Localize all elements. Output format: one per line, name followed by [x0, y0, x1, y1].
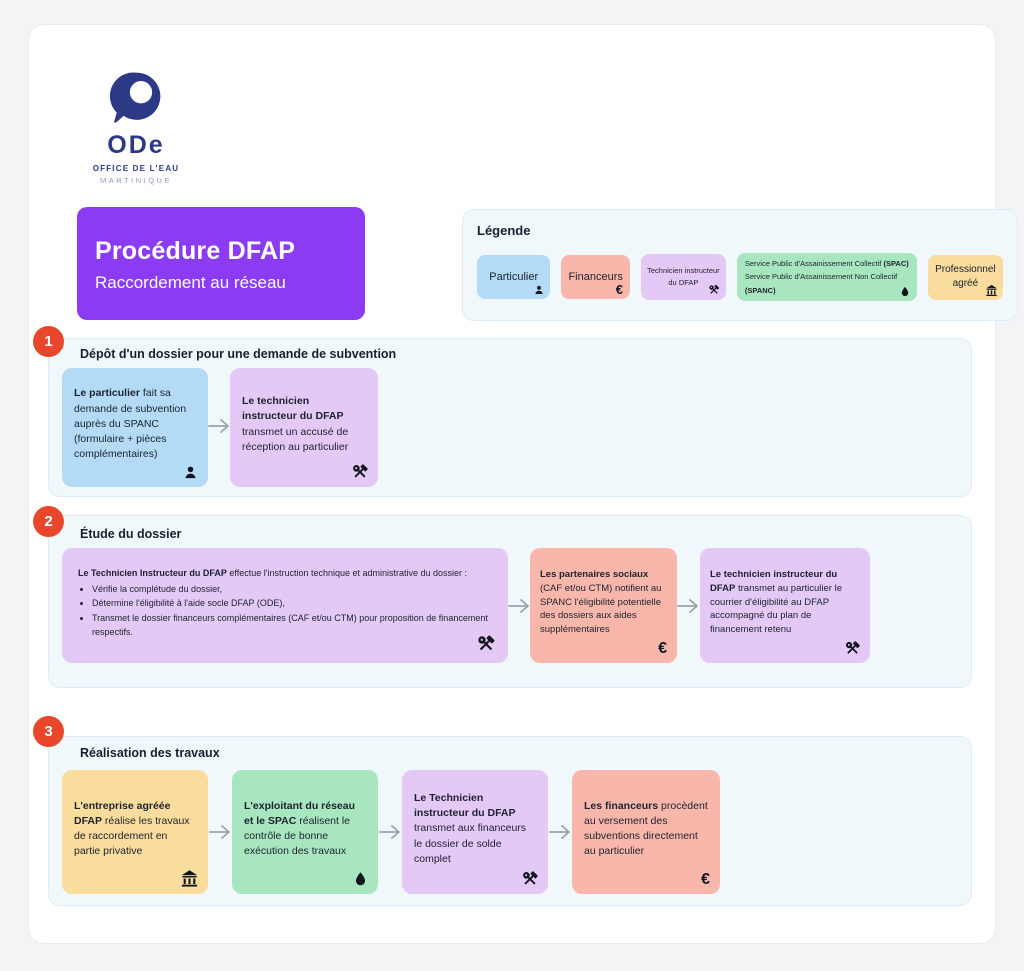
step-box: Le technicien instructeur du DFAP transm…: [700, 548, 870, 663]
tools-icon: [844, 640, 861, 656]
step-box: L'entreprise agréée DFAP réalise les tra…: [62, 770, 208, 894]
person-icon: [185, 466, 196, 479]
step-box: Le technicien instructeur du DFAP transm…: [230, 368, 378, 487]
step-box-text: Le technicien instructeur du DFAP transm…: [710, 569, 843, 636]
legend-item-professionnel: Professionnel agréé: [927, 254, 1004, 300]
flow-arrow: [677, 599, 698, 613]
title-card: Procédure DFAP Raccordement au réseau: [77, 207, 365, 320]
flow-arrow: [209, 825, 230, 839]
step-box-text: Le particulier fait sa demande de subven…: [74, 387, 187, 461]
step-box-text: Le Technicien instructeur du DFAP transm…: [414, 791, 527, 865]
section-2-title: Étude du dossier: [80, 527, 182, 541]
legend-panel: Légende Particulier Financeurs € Technic…: [462, 209, 1018, 321]
legend-label: Particulier: [489, 271, 539, 283]
legend-label: Technicien instructeur du DFAP: [647, 266, 720, 287]
step-box: Le Technicien Instructeur du DFAP effect…: [62, 548, 508, 663]
step-box: Les financeurs procèdent au versement de…: [572, 770, 720, 894]
tools-icon: [708, 284, 720, 296]
euro-icon: €: [658, 639, 667, 657]
step-2-badge: 2: [33, 506, 64, 537]
euro-icon: €: [615, 282, 623, 297]
legend-item-financeurs: Financeurs €: [561, 255, 630, 299]
page-title: Procédure DFAP: [95, 237, 296, 265]
droplet-icon: [901, 286, 908, 297]
flow-arrow: [508, 599, 529, 613]
legend-item-spac-spanc: Service Public d'Assainissement Collecti…: [736, 253, 917, 301]
ode-bubble-icon: [109, 72, 161, 123]
legend-item-technicien: Technicien instructeur du DFAP: [640, 254, 726, 300]
legend-item-particulier: Particulier: [477, 255, 551, 299]
step-box-text: L'entreprise agréée DFAP réalise les tra…: [74, 799, 190, 858]
logo-wordmark: ODe: [107, 131, 165, 159]
step-box-text: Les partenaires sociaux (CAF et/ou CTM) …: [540, 569, 662, 636]
step-box: Les partenaires sociaux (CAF et/ou CTM) …: [530, 548, 677, 663]
step-box: Le particulier fait sa demande de subven…: [62, 368, 208, 487]
ode-logo: ODe Office de l'eau Martinique: [91, 69, 181, 185]
step-1-badge: 1: [33, 326, 64, 357]
tools-icon: [521, 870, 539, 887]
logo-office-text: Office de l'eau: [92, 164, 180, 173]
legend-label: Service Public d'Assainissement Collecti…: [744, 258, 909, 295]
step-box: Le Technicien instructeur du DFAP transm…: [402, 770, 548, 894]
logo-region-text: Martinique: [100, 176, 172, 185]
step-box-text: Le Technicien Instructeur du DFAP effect…: [78, 567, 468, 578]
legend-label: Professionnel agréé: [935, 264, 996, 289]
legend-title: Légende: [477, 223, 531, 238]
flow-arrow: [208, 419, 229, 433]
building-icon: [181, 870, 198, 887]
flow-arrow: [379, 825, 400, 839]
legend-row: Particulier Financeurs € Technicien inst…: [477, 253, 1004, 301]
section-3-title: Réalisation des travaux: [80, 746, 220, 760]
step-box-text: Les financeurs procèdent au versement de…: [584, 799, 708, 858]
legend-label: Financeurs: [568, 271, 623, 283]
person-icon: [535, 285, 543, 294]
flow-arrow: [549, 825, 570, 839]
step-box-bullets: Vérifie la complétude du dossier, Déterm…: [92, 582, 494, 640]
section-1-title: Dépôt d'un dossier pour une demande de s…: [80, 347, 397, 361]
euro-icon: €: [701, 870, 710, 888]
step-box: L'exploitant du réseau et le SPAC réalis…: [232, 770, 378, 894]
building-icon: [986, 284, 997, 296]
droplet-icon: [355, 872, 366, 886]
step-box-text: L'exploitant du réseau et le SPAC réalis…: [244, 799, 356, 858]
page-subtitle: Raccordement au réseau: [95, 273, 286, 292]
step-box-text: Le technicien instructeur du DFAP transm…: [242, 395, 349, 453]
tools-icon: [476, 634, 495, 653]
tools-icon: [351, 463, 369, 480]
step-3-badge: 3: [33, 716, 64, 747]
